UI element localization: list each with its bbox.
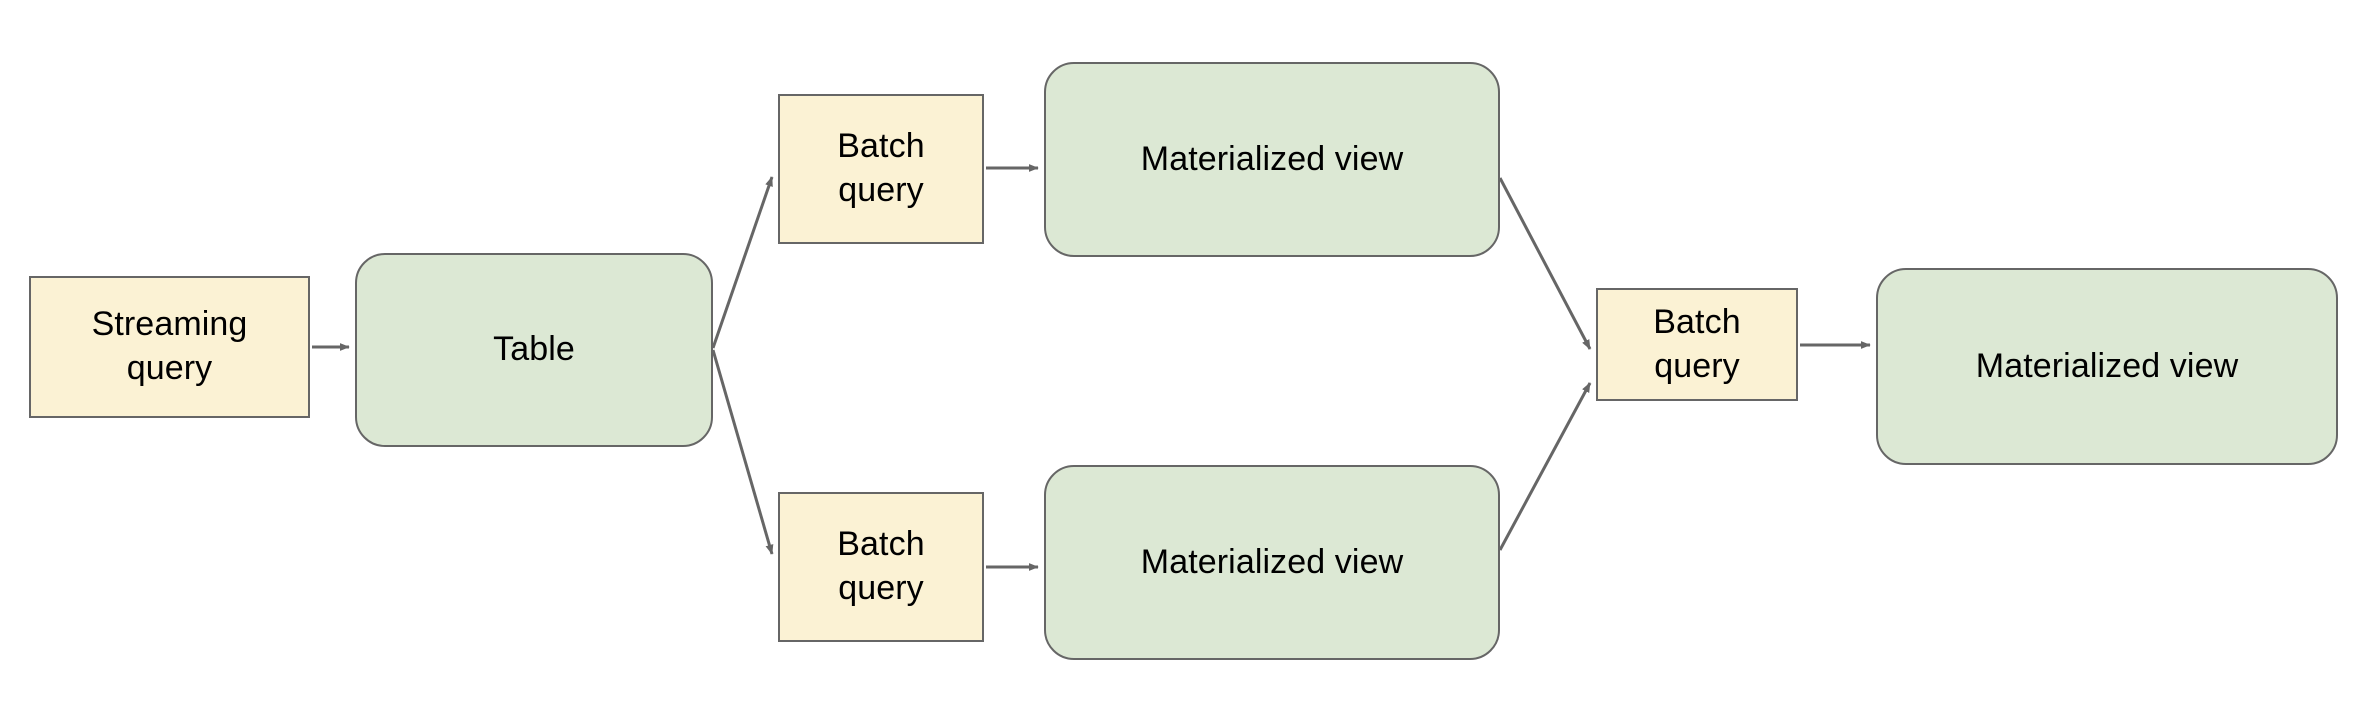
node-batch-query-merge[interactable]: Batch query [1596,288,1798,401]
edge-materialized-view-top-to-batch-query-merge [1498,177,1592,350]
node-label-batch-query-merge: Batch query [1653,302,1741,385]
node-batch-query-top[interactable]: Batch query [778,94,984,244]
node-label-batch-query-bottom: Batch query [837,525,925,607]
node-label-materialized-view-final: Materialized view [1975,346,2239,385]
node-materialized-view-top[interactable]: Materialized view [1044,62,1500,257]
edge-table-to-batch-query-top [711,176,774,349]
node-materialized-view-final[interactable]: Materialized view [1876,268,2338,465]
node-table[interactable]: Table [355,253,713,447]
node-batch-query-bottom[interactable]: Batch query [778,492,984,642]
node-label-materialized-view-bottom: Materialized view [1140,542,1404,581]
edge-materialized-view-bottom-to-batch-query-merge [1498,382,1592,551]
node-label-batch-query-top: Batch query [837,127,925,209]
node-materialized-view-bottom[interactable]: Materialized view [1044,465,1500,660]
node-streaming-query[interactable]: Streaming query [29,276,310,418]
node-label-streaming-query: Streaming query [91,305,248,387]
node-label-materialized-view-top: Materialized view [1140,139,1404,178]
edge-table-to-batch-query-bottom [711,349,774,555]
node-label-table: Table [493,330,575,369]
